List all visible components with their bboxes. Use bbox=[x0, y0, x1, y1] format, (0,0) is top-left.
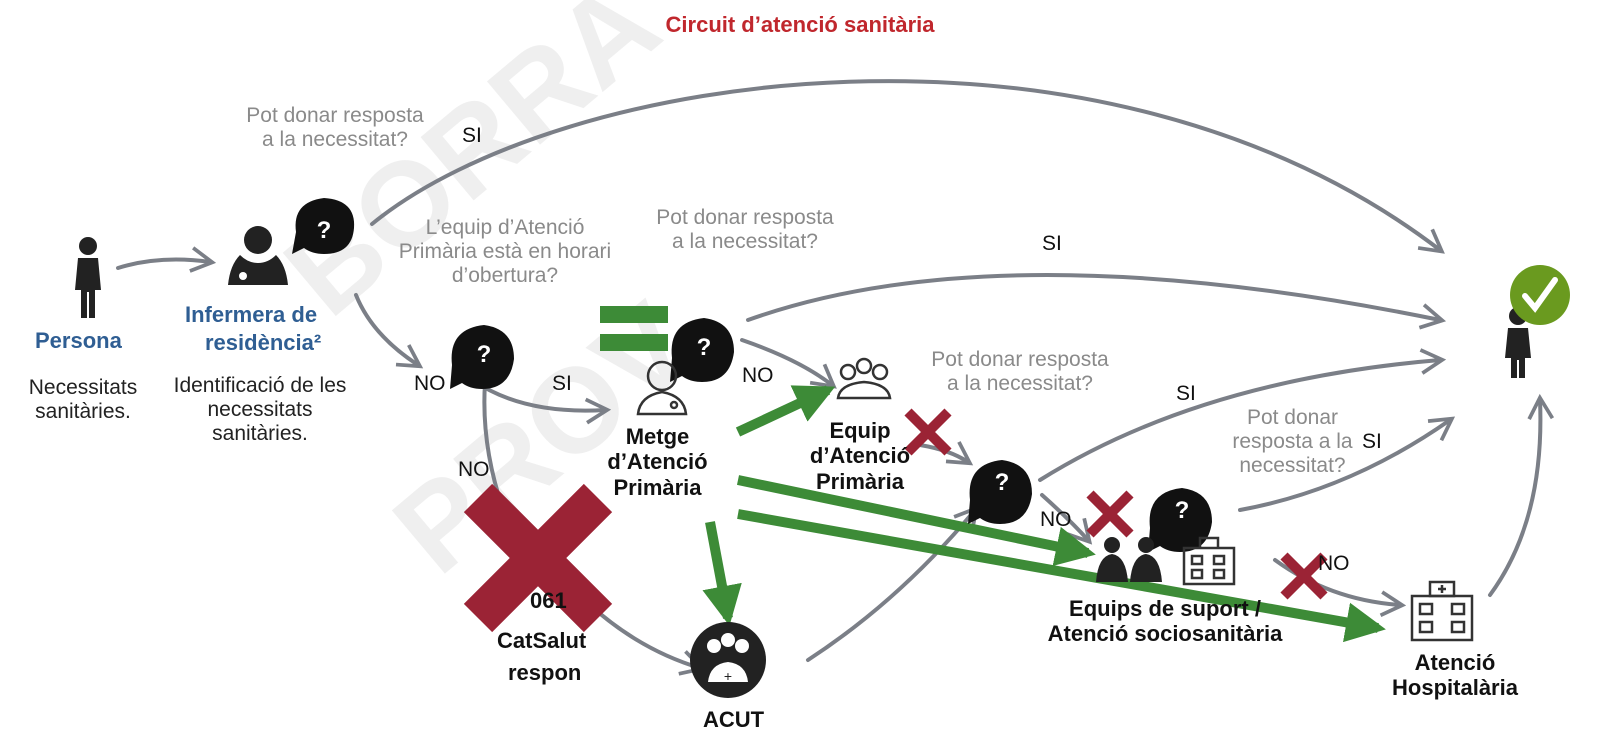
equip-ap-label: Equip d’Atenció Primària bbox=[809, 418, 911, 494]
arrow-persona-infermera bbox=[116, 246, 217, 273]
edge-si: SI bbox=[462, 124, 482, 147]
question-1: Pot donar resposta a la necessitat? bbox=[246, 104, 424, 152]
group-icon: + bbox=[690, 622, 766, 698]
question-2: L’equip d’Atenció Primària està en horar… bbox=[398, 216, 612, 288]
question-3: Pot donar resposta a la necessitat? bbox=[656, 206, 834, 254]
arrow-metge-si bbox=[746, 273, 1447, 330]
building-icon bbox=[1182, 536, 1236, 586]
nurse-icon bbox=[228, 226, 288, 285]
equips-suport-label: Equips de suport / Atenció sociosanitàri… bbox=[1047, 596, 1283, 647]
group-icon bbox=[1096, 537, 1162, 582]
svg-text:?: ? bbox=[995, 469, 1010, 496]
doctor-icon bbox=[636, 360, 688, 416]
infermera-desc: Identificació de les necessitats sanitàr… bbox=[173, 374, 347, 446]
question-bubble-icon: ? bbox=[450, 325, 514, 389]
hospital-label: Atenció Hospitalària bbox=[1392, 650, 1518, 701]
edge-si: SI bbox=[1362, 430, 1382, 453]
catsalut-label-3: respon bbox=[508, 660, 582, 685]
persona-label: Persona bbox=[35, 328, 122, 353]
red-x-icon bbox=[1086, 490, 1134, 538]
arrow-si-top bbox=[370, 79, 1445, 254]
equals-icon bbox=[600, 306, 668, 351]
acut-label: ACUT bbox=[703, 707, 765, 732]
metge-label: Metge d’Atenció Primària bbox=[607, 424, 708, 500]
persona-desc: Necessitats sanitàries. bbox=[28, 376, 138, 424]
question-bubble-icon: ? bbox=[968, 460, 1032, 524]
question-4: Pot donar resposta a la necessitat? bbox=[931, 348, 1109, 396]
hospital-icon bbox=[1410, 580, 1474, 642]
catsalut-label-2: CatSalut bbox=[497, 628, 587, 653]
question-bubble-icon: ? bbox=[292, 198, 355, 254]
edge-si: SI bbox=[552, 372, 572, 395]
svg-text:+: + bbox=[724, 668, 732, 684]
infermera-label-1: Infermera de bbox=[185, 302, 318, 327]
svg-text:?: ? bbox=[477, 341, 492, 368]
green-arrows bbox=[702, 385, 1386, 643]
question-5: Pot donar resposta a la necessitat? bbox=[1232, 406, 1353, 478]
red-x-icon bbox=[904, 408, 952, 456]
svg-text:?: ? bbox=[317, 217, 332, 244]
team-icon bbox=[836, 357, 892, 400]
arrow-metge-no-equip bbox=[740, 338, 837, 389]
arrow-061-acut bbox=[588, 603, 706, 676]
edge-si: SI bbox=[1042, 232, 1062, 255]
arrow-q4-si bbox=[1038, 348, 1447, 482]
red-x-icon bbox=[1280, 552, 1328, 600]
edge-no: NO bbox=[414, 372, 446, 395]
page-title: Circuit d’atenció sanitària bbox=[665, 12, 935, 37]
catsalut-label-1: 061 bbox=[530, 588, 567, 613]
arrow-hosp-person bbox=[1488, 393, 1555, 597]
svg-text:?: ? bbox=[697, 334, 712, 361]
edge-no: NO bbox=[742, 364, 774, 387]
question-bubble-icon: ? bbox=[670, 318, 734, 382]
check-icon bbox=[1510, 265, 1570, 325]
arrow-q5-si bbox=[1238, 416, 1456, 512]
svg-text:?: ? bbox=[1175, 497, 1190, 524]
arrow-infermera-no bbox=[354, 293, 424, 369]
arrow-acut-up bbox=[806, 505, 979, 662]
question-bubble-icon: ? bbox=[1148, 488, 1212, 552]
infermera-label-2: residència² bbox=[205, 330, 322, 355]
person-icon bbox=[75, 237, 101, 318]
edge-si: SI bbox=[1176, 382, 1196, 405]
red-x-icon bbox=[463, 483, 613, 633]
edge-no: NO bbox=[1040, 508, 1072, 531]
edge-no: NO bbox=[458, 458, 490, 481]
edge-no: NO bbox=[1318, 552, 1350, 575]
